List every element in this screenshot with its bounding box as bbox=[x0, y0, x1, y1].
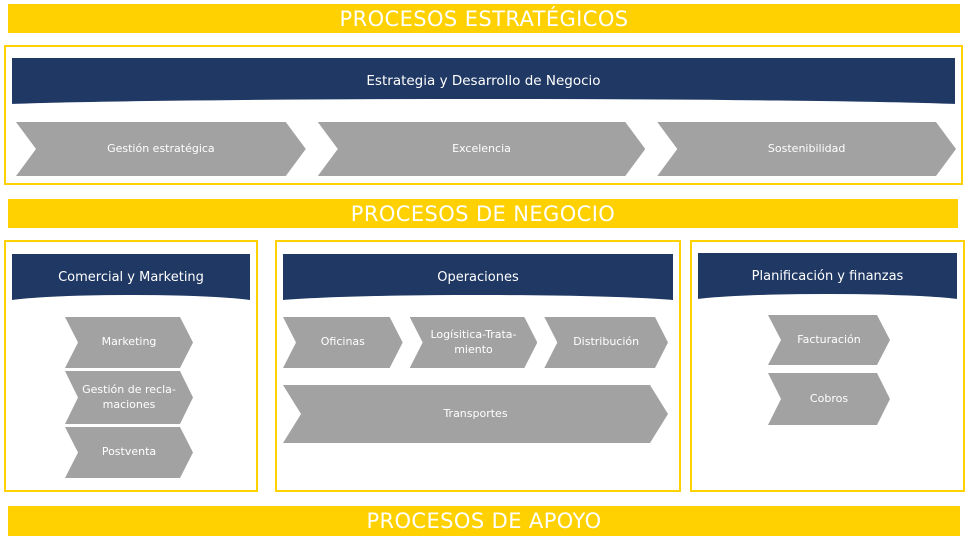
header-comercial-marketing: Comercial y Marketing bbox=[12, 254, 250, 300]
column-operaciones: Operaciones Oficinas Logísitica-Trata- m… bbox=[275, 240, 681, 492]
comercial-arrows-stack: Marketing Gestión de recla- maciones Pos… bbox=[65, 317, 193, 478]
arrow-gestion-reclamaciones: Gestión de recla- maciones bbox=[65, 371, 193, 424]
arrow-transportes: Transportes bbox=[283, 385, 668, 443]
arrow-excelencia: Excelencia bbox=[318, 122, 646, 176]
arrow-gestion-estrategica: Gestión estratégica bbox=[16, 122, 306, 176]
header-planificacion-finanzas: Planificación y finanzas bbox=[698, 253, 957, 299]
header-operaciones: Operaciones bbox=[283, 254, 673, 300]
banner-procesos-de-negocio: PROCESOS DE NEGOCIO bbox=[8, 199, 958, 228]
column-comercial-marketing: Comercial y Marketing Marketing Gestión … bbox=[4, 240, 258, 492]
arrow-distribucion: Distribución bbox=[544, 317, 668, 368]
strategic-header: Estrategia y Desarrollo de Negocio bbox=[12, 58, 955, 104]
strategic-section: Estrategia y Desarrollo de Negocio Gesti… bbox=[4, 45, 963, 185]
arrow-cobros: Cobros bbox=[768, 373, 890, 425]
arrow-facturacion: Facturación bbox=[768, 315, 890, 365]
arrow-marketing: Marketing bbox=[65, 317, 193, 368]
arrow-postventa: Postventa bbox=[65, 427, 193, 478]
column-planificacion-finanzas: Planificación y finanzas Facturación Cob… bbox=[690, 240, 965, 492]
strategic-arrows-row: Gestión estratégica Excelencia Sostenibi… bbox=[16, 122, 956, 176]
banner-procesos-de-apoyo: PROCESOS DE APOYO bbox=[8, 506, 960, 536]
arrow-sostenibilidad: Sostenibilidad bbox=[657, 122, 956, 176]
finanzas-arrows-stack: Facturación Cobros bbox=[768, 315, 890, 425]
arrow-oficinas: Oficinas bbox=[283, 317, 403, 368]
arrow-logistica-tratamiento: Logísitica-Trata- miento bbox=[410, 317, 538, 368]
operaciones-arrows-row: Oficinas Logísitica-Trata- miento Distri… bbox=[283, 317, 668, 368]
banner-procesos-estrategicos: PROCESOS ESTRATÉGICOS bbox=[8, 4, 960, 33]
